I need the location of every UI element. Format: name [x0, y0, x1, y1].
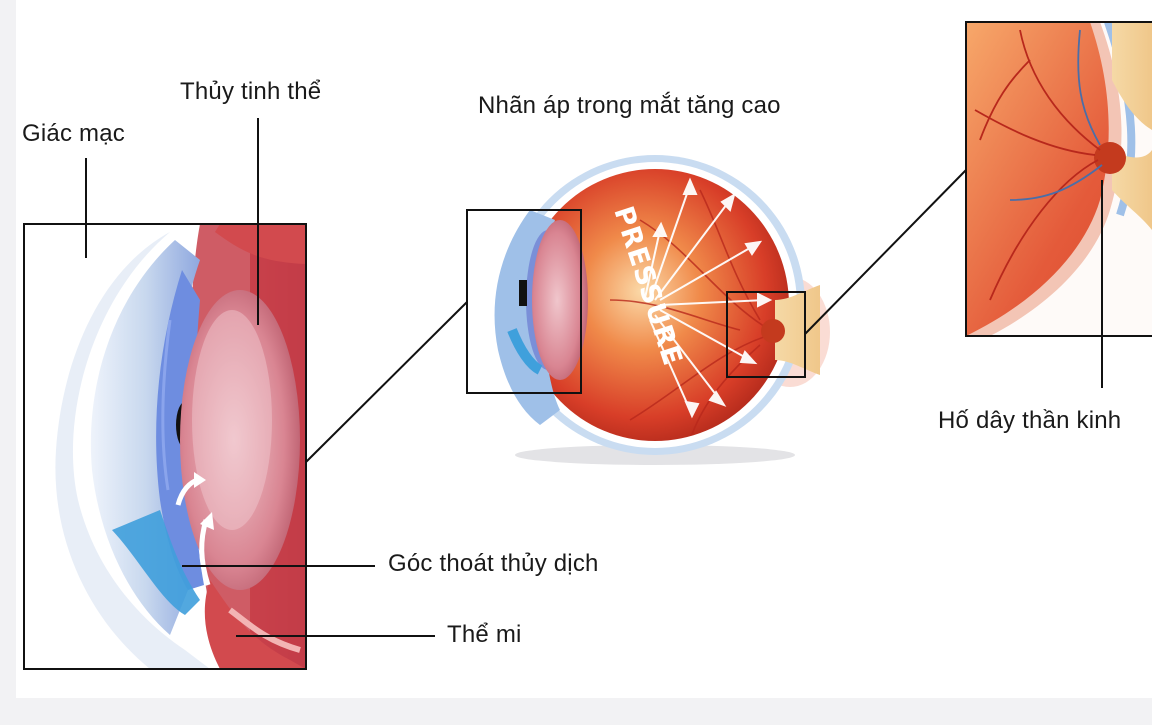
label-lens: Thủy tinh thể	[180, 78, 322, 105]
enlarged-optic-frame	[965, 21, 1152, 337]
label-optic-cup: Hố dây thần kinh	[938, 407, 1122, 434]
label-cornea: Giác mạc	[22, 120, 125, 147]
label-ciliary-body: Thể mi	[447, 621, 522, 648]
label-pressure-title: Nhãn áp trong mắt tăng cao	[478, 92, 781, 119]
leader-lines	[85, 118, 1103, 637]
label-drainage-angle: Góc thoát thủy dịch	[388, 550, 599, 577]
connector-lines	[305, 169, 967, 463]
connector-left	[305, 301, 468, 463]
enlarged-anterior-frame	[23, 223, 307, 670]
optic-nerve-frame	[726, 291, 806, 378]
connector-right	[804, 169, 967, 335]
anterior-segment-illustration	[24, 224, 306, 669]
front-eye-frame	[466, 209, 582, 394]
enlarged-optic-nerve	[966, 22, 1152, 336]
